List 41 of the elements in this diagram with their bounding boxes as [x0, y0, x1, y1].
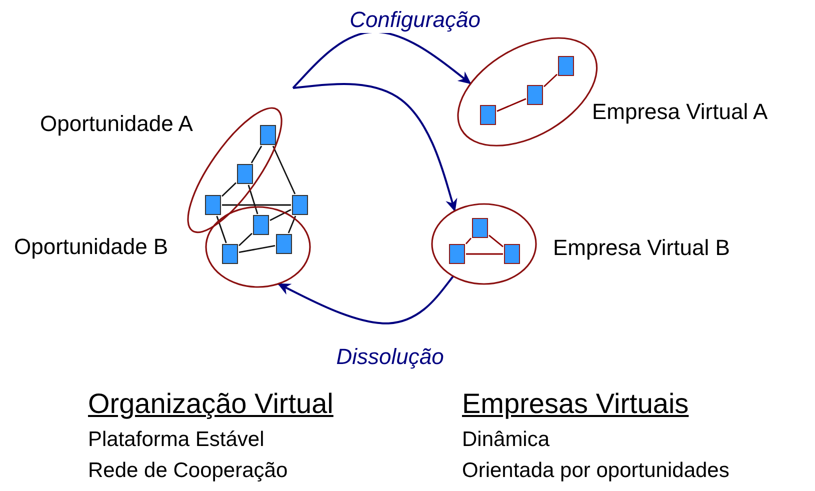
network-node: [472, 218, 488, 238]
text-line: Plataforma Estável: [88, 428, 264, 452]
curved-arrow: [292, 30, 472, 89]
column-heading: Organização Virtual: [88, 388, 334, 420]
column-heading: Empresas Virtuais: [462, 388, 689, 420]
link-line: [466, 253, 503, 255]
link-line: [238, 244, 276, 254]
network-node: [253, 215, 269, 235]
link-line: [222, 182, 236, 197]
group-label: Empresa Virtual B: [553, 235, 730, 261]
network-node: [276, 234, 292, 254]
network-node: [526, 84, 543, 105]
link-line: [270, 209, 292, 221]
link-line: [248, 184, 258, 214]
network-node: [449, 244, 465, 264]
link-line: [465, 238, 472, 244]
network-node: [292, 195, 308, 215]
network-node: [204, 194, 221, 215]
link-line: [250, 146, 262, 164]
group-label: Empresa Virtual A: [592, 98, 768, 125]
network-node: [260, 124, 276, 145]
group-label: Oportunidade B: [14, 234, 168, 260]
network-node: [222, 244, 238, 264]
link-line: [216, 216, 227, 244]
link-line: [488, 234, 504, 248]
network-node: [480, 104, 496, 125]
link-line: [288, 216, 296, 234]
link-line: [496, 98, 526, 112]
link-line: [222, 204, 291, 206]
text-line: Dinâmica: [462, 428, 550, 452]
link-line: [544, 74, 558, 88]
network-node: [558, 56, 574, 76]
link-line: [272, 146, 296, 194]
text-line: Orientada por oportunidades: [462, 459, 730, 483]
curved-arrow: [277, 276, 454, 324]
network-node: [236, 164, 253, 184]
network-node: [504, 244, 520, 264]
link-line: [238, 232, 252, 246]
curved-arrow: [292, 82, 458, 212]
group-label: Oportunidade A: [40, 110, 193, 137]
text-line: Rede de Cooperação: [88, 459, 288, 483]
